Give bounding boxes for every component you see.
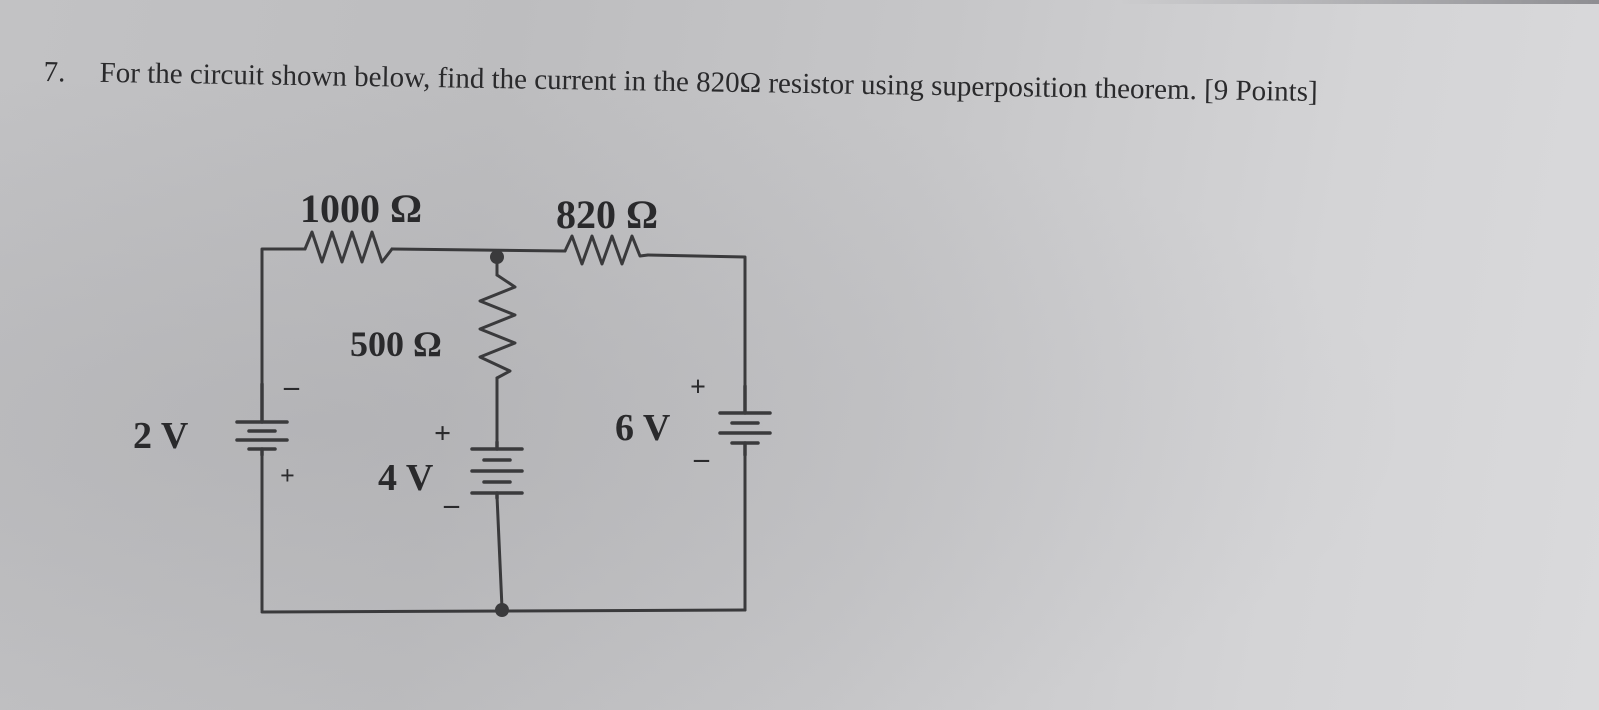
resistor-500-label: 500 Ω xyxy=(350,324,442,364)
battery-2v-minus: – xyxy=(283,370,300,403)
resistor-1000-label: 1000 Ω xyxy=(300,186,422,231)
wire-top-left xyxy=(260,247,307,386)
wire-top-middle xyxy=(390,247,567,253)
resistor-1000-zigzag xyxy=(303,230,394,264)
battery-2v-plus: + xyxy=(280,461,295,490)
wire-top-right xyxy=(646,253,747,388)
resistor-500-zigzag xyxy=(478,273,517,380)
battery-4v-plus: + xyxy=(434,417,451,450)
source-2v-label: 2 V xyxy=(133,415,189,457)
resistor-820-label: 820 Ω xyxy=(556,192,658,237)
source-4v-label: 4 V xyxy=(378,457,434,499)
resistor-820-zigzag xyxy=(563,234,650,266)
junction-top xyxy=(490,250,504,264)
battery-4v-symbol xyxy=(470,440,524,500)
battery-6v-minus: – xyxy=(693,442,710,475)
wire-middle-lower xyxy=(495,494,504,610)
paper-top-edge xyxy=(1120,0,1599,4)
battery-6v-symbol xyxy=(718,384,772,457)
battery-6v-plus: + xyxy=(690,372,706,403)
source-6v-label: 6 V xyxy=(615,407,671,449)
battery-4v-minus: – xyxy=(443,488,460,521)
junction-bottom xyxy=(495,603,509,617)
battery-2v-symbol xyxy=(235,382,289,457)
